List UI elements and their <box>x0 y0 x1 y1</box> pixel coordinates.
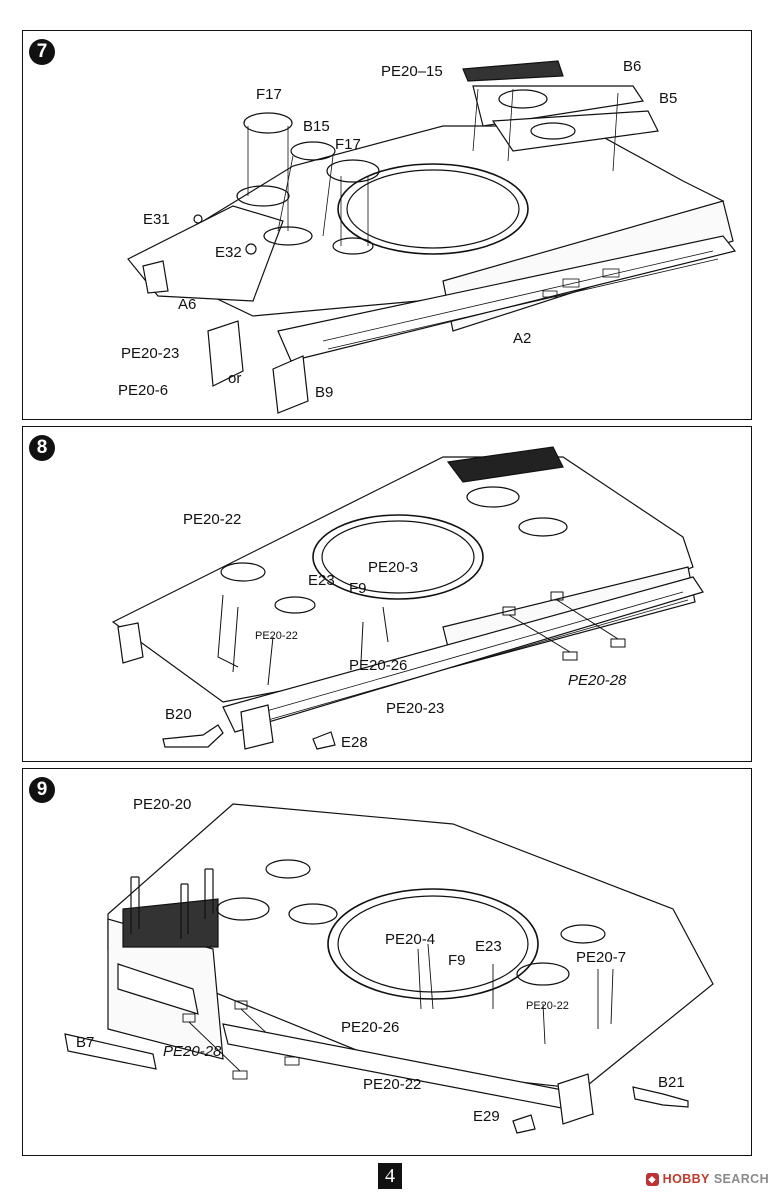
label-f9: F9 <box>349 580 367 597</box>
label-b9: B9 <box>315 384 333 401</box>
label-pe20-28: PE20-28 <box>568 672 627 689</box>
label-pe20-22-small: PE20-22 <box>255 630 298 642</box>
label-a2: A2 <box>513 330 531 347</box>
label-pe20-23: PE20-23 <box>121 345 179 362</box>
label-e28: E28 <box>341 734 368 751</box>
watermark-brand: HOBBY <box>662 1172 710 1186</box>
hobbysearch-logo-icon: ◆ <box>645 1172 659 1186</box>
label-pe20-3: PE20-3 <box>368 559 418 576</box>
label-pe20-22-top: PE20-22 <box>183 511 241 528</box>
label-pe20-6: PE20-6 <box>118 382 168 399</box>
label-b5: B5 <box>659 90 677 107</box>
label-b15: B15 <box>303 118 330 135</box>
label-f17-left: F17 <box>256 86 282 103</box>
page-number: 4 <box>378 1163 402 1189</box>
label-e23: E23 <box>308 572 335 589</box>
label-f17-right: F17 <box>335 136 361 153</box>
step-7-badge: 7 <box>29 39 55 65</box>
step-8-panel: 8 <box>22 426 752 762</box>
step-9-panel: 9 <box>22 768 752 1156</box>
label-e31: E31 <box>143 211 170 228</box>
label-pe20-20: PE20-20 <box>133 796 191 813</box>
label-a6: A6 <box>178 296 196 313</box>
label-pe20-15: PE20–15 <box>381 63 443 80</box>
label-e29: E29 <box>473 1108 500 1125</box>
label-b7: B7 <box>76 1034 94 1051</box>
watermark: ◆ HOBBY SEARCH <box>645 1172 769 1186</box>
label-e32: E32 <box>215 244 242 261</box>
label-or: or <box>228 370 241 387</box>
step-9-badge: 9 <box>29 777 55 803</box>
step-8-badge: 8 <box>29 435 55 461</box>
label-f9: F9 <box>448 952 466 969</box>
step-8-illustration: PE20-22 E23 PE20-3 F9 PE20-22 PE20-26 PE… <box>111 446 704 751</box>
label-pe20-23: PE20-23 <box>386 700 444 717</box>
label-pe20-28: PE20-28 <box>163 1043 222 1060</box>
label-pe20-26: PE20-26 <box>349 657 407 674</box>
step-9-illustration: PE20-20 PE20-4 E23 F9 PE20-7 PE20-22 PE2… <box>64 796 714 1134</box>
step-7-panel: 7 <box>22 30 752 420</box>
step-7-illustration: PE20–15 B6 B5 F17 B15 F17 E31 E32 A6 A2 … <box>118 58 737 414</box>
watermark-rest: SEARCH <box>713 1172 769 1186</box>
label-pe20-4: PE20-4 <box>385 931 435 948</box>
label-b20: B20 <box>165 706 192 723</box>
label-pe20-22-small: PE20-22 <box>526 1000 569 1012</box>
label-pe20-26: PE20-26 <box>341 1019 399 1036</box>
label-b6: B6 <box>623 58 641 75</box>
label-pe20-7: PE20-7 <box>576 949 626 966</box>
label-pe20-22: PE20-22 <box>363 1076 421 1093</box>
label-e23: E23 <box>475 938 502 955</box>
label-b21: B21 <box>658 1074 685 1091</box>
